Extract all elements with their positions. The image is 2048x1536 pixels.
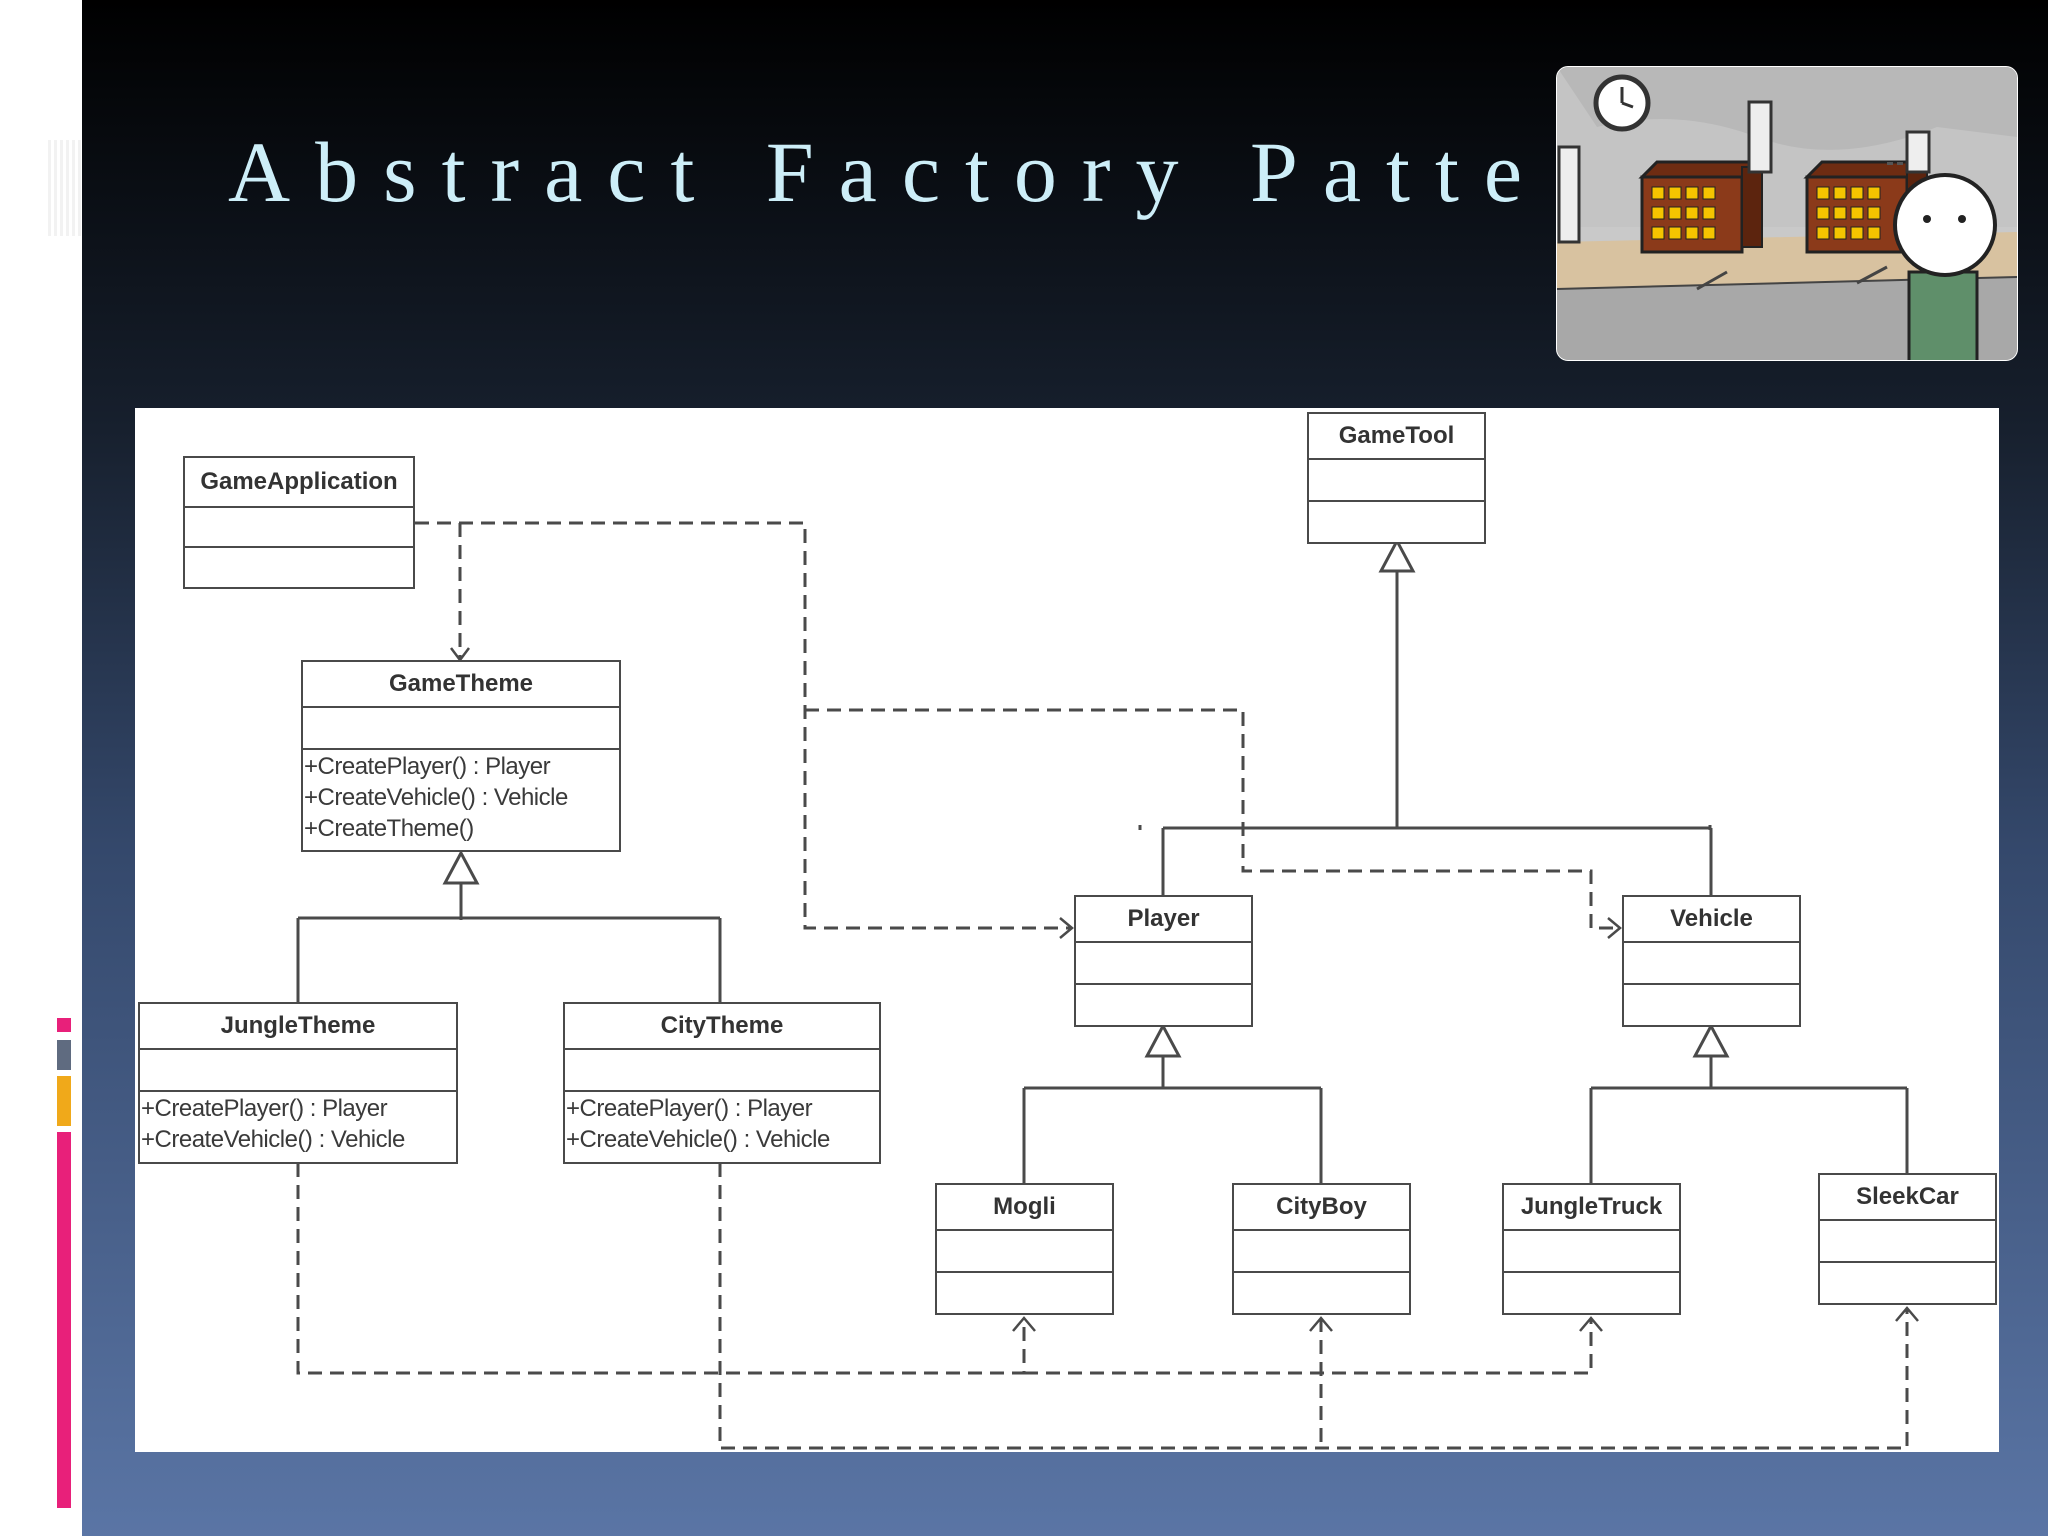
class-name: JungleTheme bbox=[140, 1004, 456, 1050]
class-operations bbox=[1234, 1273, 1409, 1313]
class-attributes bbox=[303, 708, 619, 750]
uml-class-cityboy[interactable]: CityBoy bbox=[1232, 1183, 1411, 1315]
class-attributes bbox=[1309, 460, 1484, 502]
uml-class-gametool[interactable]: GameTool bbox=[1307, 412, 1486, 544]
operation: +CreatePlayer() : Player bbox=[566, 1095, 813, 1122]
class-operations bbox=[1309, 502, 1484, 542]
class-operations: +CreatePlayer() : Player +CreateVehicle(… bbox=[565, 1092, 879, 1162]
class-operations bbox=[1076, 985, 1251, 1025]
factory-cartoon-image bbox=[1556, 66, 2018, 361]
accent-bar-orange bbox=[57, 1076, 71, 1126]
accent-bar-gray bbox=[57, 1040, 71, 1070]
uml-class-vehicle[interactable]: Vehicle bbox=[1622, 895, 1801, 1027]
uml-diagram: GameApplication GameTheme +CreatePlayer(… bbox=[135, 408, 1999, 1452]
class-name: JungleTruck bbox=[1504, 1185, 1679, 1231]
slide-title: Abstract Factory Patte bbox=[228, 124, 1548, 220]
generalization-arrow-gametheme bbox=[442, 849, 480, 885]
class-name: Vehicle bbox=[1624, 897, 1799, 943]
class-operations bbox=[937, 1273, 1112, 1313]
generalization-arrow-player bbox=[1144, 1022, 1182, 1058]
class-name: GameTool bbox=[1309, 414, 1484, 460]
class-attributes bbox=[1504, 1231, 1679, 1273]
class-attributes bbox=[937, 1231, 1112, 1273]
dependency-app-to-vehicle bbox=[805, 708, 1620, 930]
class-attributes bbox=[140, 1050, 456, 1092]
uml-class-jungletheme[interactable]: JungleTheme +CreatePlayer() : Player +Cr… bbox=[138, 1002, 458, 1164]
operation: +CreateTheme() bbox=[304, 815, 474, 842]
class-operations: +CreatePlayer() : Player +CreateVehicle(… bbox=[303, 750, 619, 850]
class-attributes bbox=[1820, 1221, 1995, 1263]
class-name: SleekCar bbox=[1820, 1175, 1995, 1221]
class-operations bbox=[185, 548, 413, 587]
class-attributes bbox=[1624, 943, 1799, 985]
uml-connectors bbox=[213, 521, 1919, 1450]
class-name: GameApplication bbox=[185, 458, 413, 508]
uml-class-gametheme[interactable]: GameTheme +CreatePlayer() : Player +Crea… bbox=[301, 660, 621, 852]
slide-decoration-lines bbox=[48, 140, 81, 236]
generalization-arrow-gametool bbox=[1378, 537, 1416, 573]
operation: +CreatePlayer() : Player bbox=[141, 1095, 388, 1122]
class-name: CityBoy bbox=[1234, 1185, 1409, 1231]
uml-class-mogli[interactable]: Mogli bbox=[935, 1183, 1114, 1315]
class-attributes bbox=[1234, 1231, 1409, 1273]
accent-bar-pink-small bbox=[57, 1018, 71, 1032]
class-operations bbox=[1624, 985, 1799, 1025]
accent-bar-pink-long bbox=[57, 1132, 71, 1508]
dependency-app-to-player bbox=[415, 521, 1072, 930]
class-name: GameTheme bbox=[303, 662, 619, 708]
uml-class-player[interactable]: Player bbox=[1074, 895, 1253, 1027]
dependency-jungletheme-to-mogli bbox=[296, 1163, 1026, 1375]
class-attributes bbox=[1076, 943, 1251, 985]
generalization-arrow-vehicle bbox=[1692, 1022, 1730, 1058]
operation: +CreateVehicle() : Vehicle bbox=[304, 784, 568, 811]
operation: +CreateVehicle() : Vehicle bbox=[141, 1126, 405, 1153]
dependency-citytheme-to-sleekcar bbox=[718, 1163, 1909, 1450]
operation: +CreatePlayer() : Player bbox=[304, 753, 551, 780]
uml-class-citytheme[interactable]: CityTheme +CreatePlayer() : Player +Crea… bbox=[563, 1002, 881, 1164]
class-operations bbox=[1504, 1273, 1679, 1313]
class-name: Player bbox=[1076, 897, 1251, 943]
class-attributes bbox=[565, 1050, 879, 1092]
uml-class-gameapplication[interactable]: GameApplication bbox=[183, 456, 415, 589]
class-operations bbox=[1820, 1263, 1995, 1303]
dependency-to-jungletruck bbox=[1024, 1318, 1593, 1375]
class-attributes bbox=[185, 508, 413, 548]
class-name: CityTheme bbox=[565, 1004, 879, 1050]
class-name: Mogli bbox=[937, 1185, 1112, 1231]
operation: +CreateVehicle() : Vehicle bbox=[566, 1126, 830, 1153]
uml-class-sleekcar[interactable]: SleekCar bbox=[1818, 1173, 1997, 1305]
uml-class-jungletruck[interactable]: JungleTruck bbox=[1502, 1183, 1681, 1315]
class-operations: +CreatePlayer() : Player +CreateVehicle(… bbox=[140, 1092, 456, 1162]
